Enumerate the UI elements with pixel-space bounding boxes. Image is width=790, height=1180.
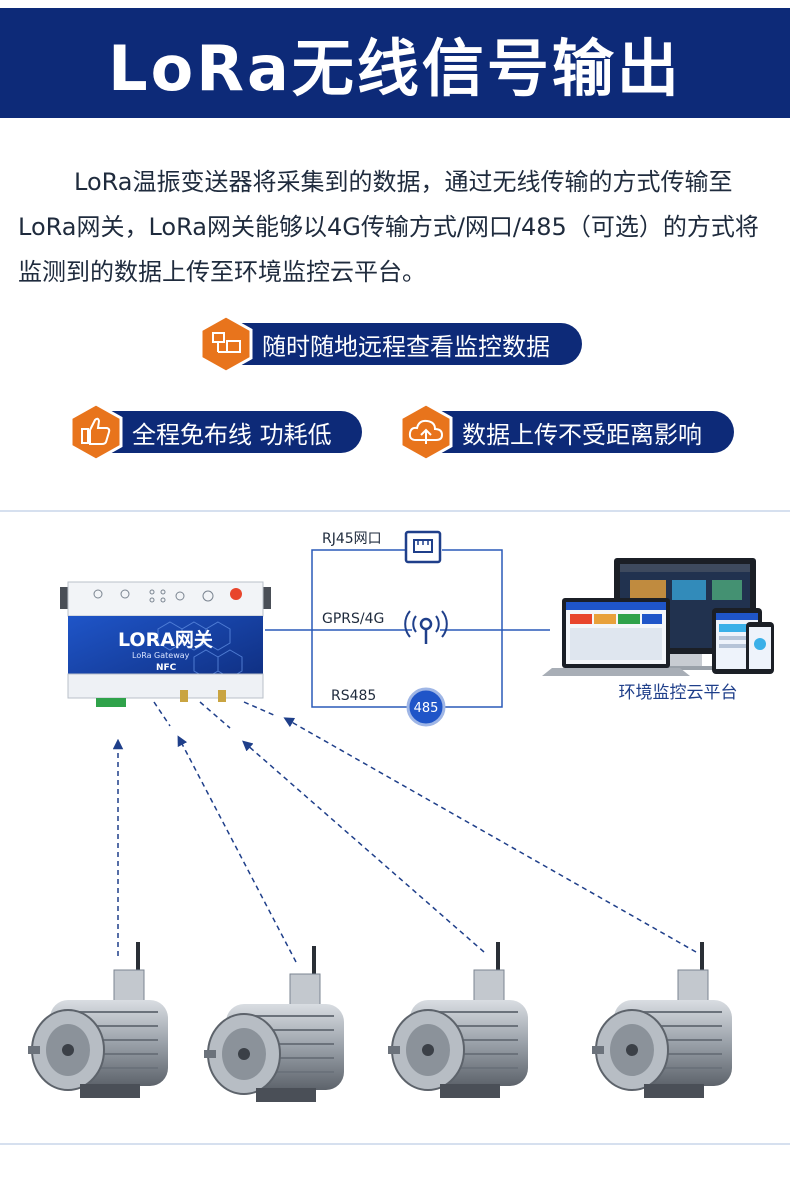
cloud-upload-icon: [399, 402, 453, 462]
rs485-badge: 485: [406, 687, 446, 727]
antenna-icon: [404, 604, 448, 646]
diagram-canvas: RJ45网口 GPRS/4G RS485 485: [28, 530, 774, 1102]
cloud-platform-label: 环境监控云平台: [619, 683, 738, 703]
thumbs-up-icon: [69, 402, 123, 462]
link-label-rj45: RJ45网口: [322, 531, 382, 547]
title-banner: LoRa无线信号输出: [0, 8, 790, 118]
network-diagram: RJ45网口 GPRS/4G RS485 485: [0, 510, 790, 1145]
feature-label: 数据上传不受距离影响: [462, 420, 702, 449]
page-title: LoRa无线信号输出: [108, 32, 682, 105]
gateway-title: LORA网关: [118, 628, 213, 651]
monitor-icon: [199, 314, 253, 374]
feature-pill-distance: 数据上传不受距离影响: [399, 402, 734, 462]
motor-with-sensor-icon: [388, 942, 528, 1098]
feature-pill-remote-monitoring: 随时随地远程查看监控数据: [199, 314, 582, 374]
link-label-gprs: GPRS/4G: [322, 611, 384, 627]
feature-label: 全程免布线 功耗低: [132, 420, 332, 449]
motor-with-sensor-icon: [28, 942, 168, 1098]
feature-label: 随时随地远程查看监控数据: [262, 332, 550, 361]
motor-with-sensor-icon: [592, 942, 732, 1098]
motor-with-sensor-icon: [204, 946, 344, 1102]
intro-text: LoRa温振变送器将采集到的数据，通过无线传输的方式传输至LoRa网关，LoRa…: [18, 168, 759, 286]
ethernet-port-icon: [404, 530, 442, 564]
cloud-platform-devices: [542, 558, 774, 676]
intro-paragraph: LoRa温振变送器将采集到的数据，通过无线传输的方式传输至LoRa网关，LoRa…: [18, 160, 778, 295]
gateway-nfc: NFC: [156, 663, 177, 673]
lora-gateway: LORA网关 LoRa Gateway NFC: [60, 581, 271, 707]
link-label-rs485: RS485: [331, 688, 376, 704]
feature-pill-no-wiring: 全程免布线 功耗低: [69, 402, 362, 462]
rs485-badge-text: 485: [414, 701, 439, 716]
link-lines: [265, 549, 550, 708]
wireless-links: [112, 701, 697, 963]
gateway-subtitle: LoRa Gateway: [132, 651, 190, 660]
